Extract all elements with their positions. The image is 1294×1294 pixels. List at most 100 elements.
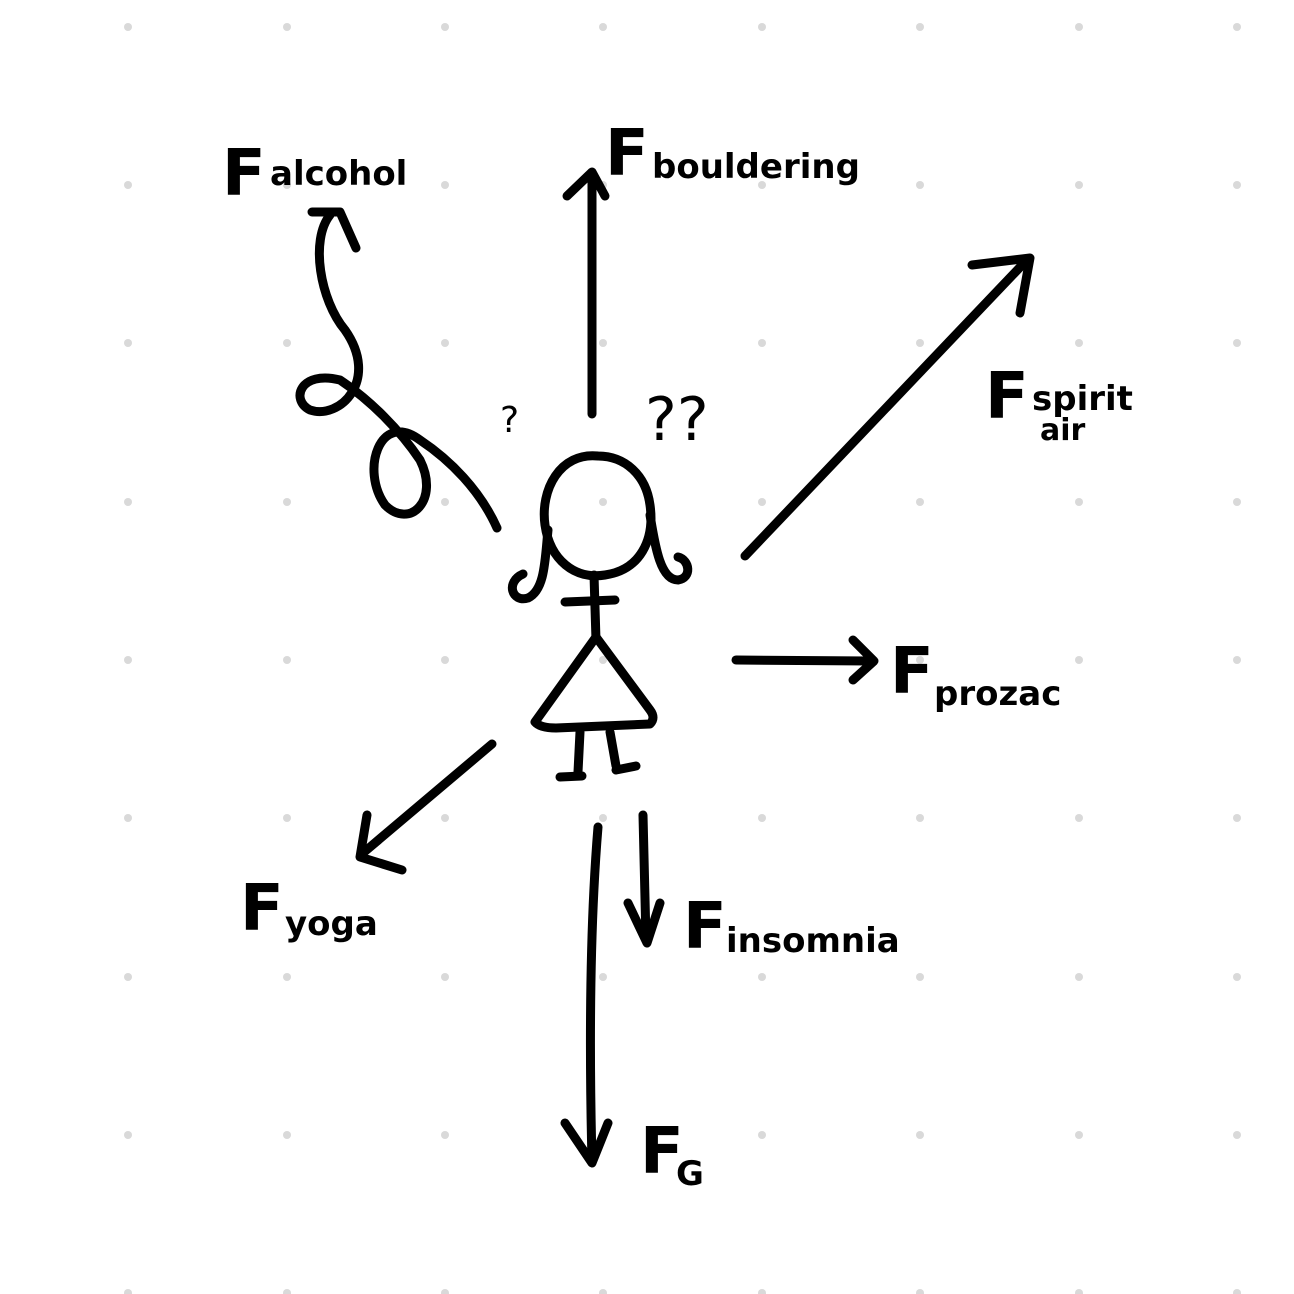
grid-dot bbox=[1233, 339, 1241, 347]
grid-dot bbox=[441, 1289, 449, 1294]
grid-dot bbox=[1075, 181, 1083, 189]
grid-dot bbox=[758, 498, 766, 506]
grid-dot bbox=[1075, 23, 1083, 31]
figure-dress bbox=[530, 632, 658, 733]
grid-dot bbox=[1233, 973, 1241, 981]
grid-dot bbox=[283, 973, 291, 981]
grid-dot bbox=[124, 656, 132, 664]
grid-dot bbox=[1075, 1131, 1083, 1139]
grid-dot bbox=[1075, 339, 1083, 347]
grid-dot bbox=[758, 1289, 766, 1294]
grid-dot bbox=[1233, 1131, 1241, 1139]
grid-dot bbox=[1233, 498, 1241, 506]
grid-dot bbox=[124, 973, 132, 981]
grid-dot bbox=[283, 181, 291, 189]
grid-dot bbox=[916, 23, 924, 31]
grid-dot bbox=[441, 498, 449, 506]
svg-text:F: F bbox=[240, 872, 284, 946]
arrow-bouldering bbox=[562, 167, 610, 419]
grid-dot bbox=[599, 339, 607, 347]
figure-head bbox=[539, 451, 656, 581]
grid-dot bbox=[916, 181, 924, 189]
grid-dot bbox=[1075, 656, 1083, 664]
grid-dot bbox=[441, 339, 449, 347]
arrow-yoga bbox=[355, 739, 497, 875]
question-marks-right: ?? bbox=[645, 385, 709, 455]
label-bouldering: F bouldering bbox=[605, 117, 860, 191]
arrow-alcohol bbox=[295, 207, 502, 533]
figure-leg-right bbox=[605, 727, 621, 771]
grid-dot bbox=[441, 656, 449, 664]
grid-dot bbox=[441, 1131, 449, 1139]
grid-dot bbox=[1233, 23, 1241, 31]
grid-dot bbox=[599, 814, 607, 822]
grid-dot bbox=[1233, 181, 1241, 189]
grid-dot bbox=[124, 814, 132, 822]
label-spirit-air: F spirit air bbox=[985, 360, 1133, 448]
figure-hair-left bbox=[507, 525, 553, 604]
grid-dot bbox=[916, 339, 924, 347]
grid-dot bbox=[916, 656, 924, 664]
question-mark-left: ? bbox=[500, 400, 519, 441]
grid-dot bbox=[1075, 498, 1083, 506]
label-prozac: F prozac bbox=[890, 635, 1061, 714]
grid-dot bbox=[1075, 973, 1083, 981]
grid-dot bbox=[758, 1131, 766, 1139]
grid-dot bbox=[441, 814, 449, 822]
svg-text:bouldering: bouldering bbox=[652, 147, 860, 187]
label-yoga: F yoga bbox=[240, 872, 378, 946]
svg-text:F: F bbox=[890, 635, 934, 709]
grid-dot bbox=[441, 973, 449, 981]
grid-dot bbox=[283, 23, 291, 31]
grid-dot bbox=[758, 339, 766, 347]
svg-text:F: F bbox=[683, 890, 727, 964]
svg-text:F: F bbox=[222, 137, 266, 211]
grid-dot bbox=[283, 339, 291, 347]
grid-dot bbox=[916, 973, 924, 981]
svg-text:yoga: yoga bbox=[285, 904, 378, 944]
grid-dot bbox=[1233, 814, 1241, 822]
grid-dot bbox=[916, 814, 924, 822]
grid-dot bbox=[916, 1131, 924, 1139]
arrow-spirit-air bbox=[740, 253, 1035, 561]
grid-dot bbox=[283, 656, 291, 664]
grid-dot bbox=[1075, 1289, 1083, 1294]
svg-text:F: F bbox=[985, 360, 1029, 434]
figure-foot-right bbox=[611, 761, 641, 775]
svg-text:air: air bbox=[1040, 413, 1086, 448]
grid-dot bbox=[283, 814, 291, 822]
grid-dot bbox=[1075, 814, 1083, 822]
grid-dot bbox=[758, 814, 766, 822]
dot-grid bbox=[124, 23, 1241, 1294]
grid-dot bbox=[916, 1289, 924, 1294]
grid-dot bbox=[441, 181, 449, 189]
grid-dot bbox=[124, 23, 132, 31]
arrow-insomnia bbox=[623, 810, 665, 948]
grid-dot bbox=[124, 339, 132, 347]
svg-text:F: F bbox=[640, 1115, 684, 1189]
grid-dot bbox=[758, 23, 766, 31]
label-gravity: F G bbox=[640, 1115, 704, 1194]
grid-dot bbox=[599, 656, 607, 664]
grid-dot bbox=[283, 1131, 291, 1139]
figure-arms bbox=[560, 595, 620, 607]
grid-dot bbox=[124, 498, 132, 506]
grid-dot bbox=[283, 498, 291, 506]
grid-dot bbox=[1233, 656, 1241, 664]
grid-dot bbox=[1233, 1289, 1241, 1294]
label-insomnia: F insomnia bbox=[683, 890, 900, 964]
label-alcohol: F alcohol bbox=[222, 137, 407, 211]
grid-dot bbox=[758, 181, 766, 189]
arrow-gravity bbox=[560, 822, 613, 1168]
grid-dot bbox=[916, 498, 924, 506]
svg-text:insomnia: insomnia bbox=[726, 921, 900, 961]
svg-text:G: G bbox=[676, 1154, 704, 1194]
grid-dot bbox=[124, 1289, 132, 1294]
svg-text:prozac: prozac bbox=[934, 674, 1061, 714]
grid-dot bbox=[124, 1131, 132, 1139]
svg-text:F: F bbox=[605, 117, 649, 191]
grid-dot bbox=[599, 1289, 607, 1294]
figure-leg-left bbox=[573, 727, 585, 777]
figure-hair-right bbox=[645, 510, 693, 585]
